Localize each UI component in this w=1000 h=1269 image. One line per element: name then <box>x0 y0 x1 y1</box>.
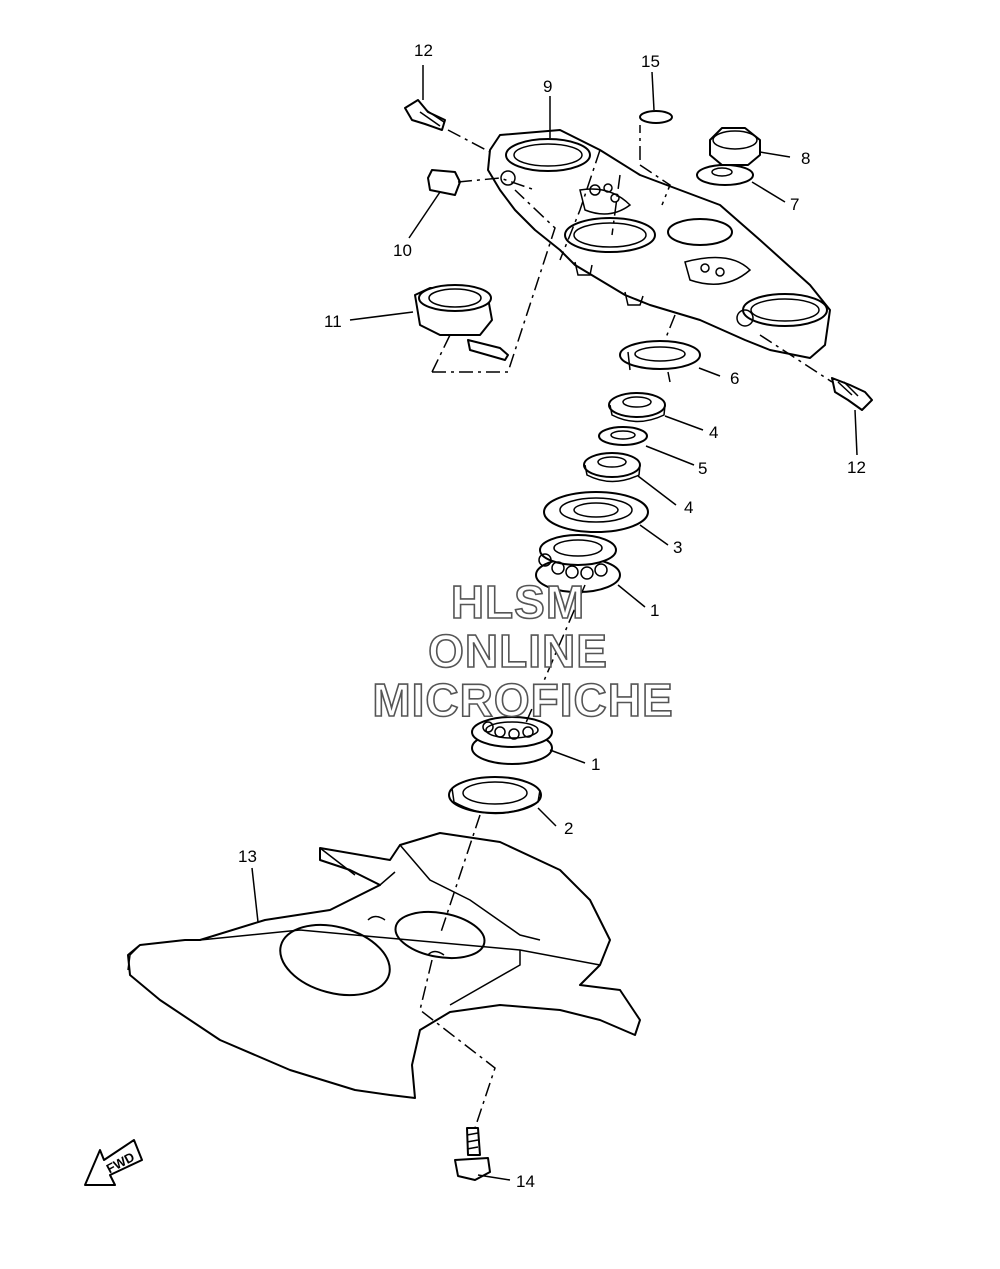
watermark-line-3: MICROFICHE <box>372 674 673 726</box>
ring-nut-upper <box>608 392 666 423</box>
upper-bracket <box>487 129 831 359</box>
watermark-line-2: ONLINE <box>428 625 608 677</box>
cap <box>427 169 461 196</box>
leader-lines <box>251 65 858 1181</box>
cap-nut <box>709 127 761 166</box>
label-3: 3 <box>673 538 682 557</box>
watermark-line-1: HLSM <box>451 576 585 628</box>
label-9: 9 <box>543 77 552 96</box>
washer-7 <box>696 164 754 186</box>
washer-5 <box>598 426 648 446</box>
label-1-upper: 1 <box>650 601 659 620</box>
watermark: HLSM ONLINE MICROFICHE <box>372 575 674 727</box>
part-labels: 12 9 15 8 7 10 11 6 12 4 5 4 3 1 1 2 13 … <box>238 41 866 1191</box>
label-13: 13 <box>238 847 257 866</box>
washer-6 <box>619 340 701 383</box>
bolt-14 <box>454 1127 491 1181</box>
label-12-right: 12 <box>847 458 866 477</box>
label-11: 11 <box>324 312 342 331</box>
label-7: 7 <box>790 195 799 214</box>
label-5: 5 <box>698 459 707 478</box>
oil-seal <box>448 776 542 815</box>
plate <box>639 110 673 124</box>
label-14: 14 <box>516 1172 535 1191</box>
bolt-right <box>831 377 873 411</box>
assembly-lines <box>419 125 833 1129</box>
dust-seal <box>543 491 649 533</box>
bearing-upper <box>535 534 621 593</box>
fwd-arrow-icon: FWD <box>84 1139 143 1186</box>
label-4-upper: 4 <box>709 423 718 442</box>
label-2: 2 <box>564 819 573 838</box>
label-15: 15 <box>641 52 660 71</box>
label-10: 10 <box>393 241 412 260</box>
cover <box>414 284 509 361</box>
label-12-left: 12 <box>414 41 433 60</box>
under-bracket <box>127 832 641 1099</box>
label-4-lower: 4 <box>684 498 693 517</box>
bolt-left <box>404 99 446 131</box>
ring-nut-lower <box>583 452 641 483</box>
label-8: 8 <box>801 149 810 168</box>
label-1-lower: 1 <box>591 755 600 774</box>
fwd-label: FWD <box>104 1149 137 1176</box>
label-6: 6 <box>730 369 739 388</box>
bearing-lower <box>471 716 553 765</box>
